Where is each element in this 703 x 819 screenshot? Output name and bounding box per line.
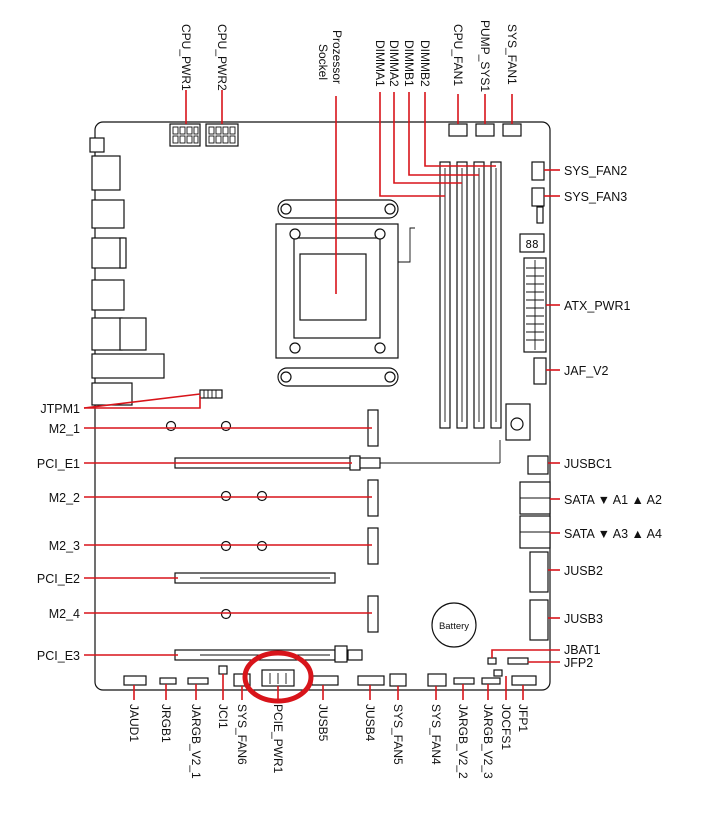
label-jtpm1: JTPM1 <box>40 402 80 416</box>
battery-text: Battery <box>439 621 469 632</box>
jusb2-connector <box>529 551 549 593</box>
labels-top: CPU_PWR1 CPU_PWR2 Prozessor Sockel DIMMA… <box>179 20 519 92</box>
m2-4-slot <box>220 595 379 633</box>
label-jrgb1: JRGB1 <box>159 704 173 743</box>
cpu-socket <box>275 199 415 387</box>
label-m2-3: M2_3 <box>49 539 80 553</box>
debug-led <box>519 233 545 253</box>
label-jbat1: JBAT1 <box>564 643 601 657</box>
pcie-pwr1-highlight-ring <box>242 650 314 704</box>
dimm-slots <box>439 161 502 429</box>
pcie-pwr1-connector <box>269 673 287 684</box>
callout-lines <box>83 90 560 700</box>
jbat1-header <box>487 657 497 665</box>
label-pump-sys1: PUMP_SYS1 <box>478 20 492 92</box>
label-m2-2: M2_2 <box>49 491 80 505</box>
label-jfp1: JFP1 <box>516 704 530 732</box>
label-m2-4: M2_4 <box>49 607 80 621</box>
pci-e2-slot <box>174 572 336 584</box>
jfp2-header <box>507 657 529 665</box>
label-sys-fan2: SYS_FAN2 <box>564 164 627 178</box>
label-jusbc1: JUSBC1 <box>564 457 612 471</box>
label-jocfs1: JOCFS1 <box>499 704 513 750</box>
label-jaud1: JAUD1 <box>127 704 141 742</box>
label-pci-e1: PCI_E1 <box>37 457 80 471</box>
label-jaf-v2: JAF_V2 <box>564 364 609 378</box>
jaf-v2-header <box>533 357 547 385</box>
label-sockel: Sockel <box>316 44 330 80</box>
label-dimmb2: DIMMB2 <box>418 40 432 87</box>
cmos-battery <box>431 602 477 648</box>
label-dimma1: DIMMA1 <box>373 40 387 87</box>
label-dimmb1: DIMMB1 <box>402 40 416 87</box>
label-pcie-pwr1: PCIE_PWR1 <box>271 704 285 774</box>
label-dimma2: DIMMA2 <box>387 40 401 87</box>
sata-a3-a4-connector <box>519 515 551 549</box>
debug-led-text: 88 <box>525 238 538 251</box>
label-cpu-pwr1: CPU_PWR1 <box>179 24 193 91</box>
label-jusb3: JUSB3 <box>564 612 603 626</box>
cpu-pwr2-connector <box>205 123 239 147</box>
label-pci-e2: PCI_E2 <box>37 572 80 586</box>
label-jfp2: JFP2 <box>564 656 593 670</box>
jusbc1-connector <box>527 455 549 475</box>
label-sys-fan4: SYS_FAN4 <box>429 704 443 765</box>
fan-headers-top <box>448 123 545 224</box>
labels-right: SYS_FAN2 SYS_FAN3 ATX_PWR1 JAF_V2 JUSBC1… <box>564 164 662 670</box>
label-prozessor: Prozessor <box>330 30 344 84</box>
label-jargb-v2-1: JARGB_V2_1 <box>189 704 203 779</box>
label-jusb2: JUSB2 <box>564 564 603 578</box>
label-sys-fan6: SYS_FAN6 <box>235 704 249 765</box>
labels-bottom: JAUD1 JRGB1 JARGB_V2_1 JCI1 SYS_FAN6 PCI… <box>127 704 530 779</box>
label-sys-fan1: SYS_FAN1 <box>505 24 519 85</box>
label-cpu-fan1: CPU_FAN1 <box>451 24 465 86</box>
label-atx-pwr1: ATX_PWR1 <box>564 299 630 313</box>
label-sata-a1-a2: SATA ▼ A1 ▲ A2 <box>564 493 662 507</box>
label-jargb-v2-2: JARGB_V2_2 <box>456 704 470 779</box>
sata-a1-a2-connector <box>519 481 551 515</box>
atx-pwr1-connector <box>523 257 547 353</box>
label-jci1: JCI1 <box>216 704 230 729</box>
m2-2-slot <box>220 479 379 517</box>
label-pci-e3: PCI_E3 <box>37 649 80 663</box>
jusb3-connector <box>529 599 549 641</box>
label-jusb5: JUSB5 <box>316 704 330 742</box>
rear-io-ports <box>89 137 165 406</box>
label-jusb4: JUSB4 <box>363 704 377 742</box>
m2-3-slot <box>220 527 379 565</box>
label-cpu-pwr2: CPU_PWR2 <box>215 24 229 91</box>
label-sys-fan5: SYS_FAN5 <box>391 704 405 765</box>
label-sata-a3-a4: SATA ▼ A3 ▲ A4 <box>564 527 662 541</box>
labels-left: JTPM1 M2_1 PCI_E1 M2_2 M2_3 PCI_E2 M2_4 … <box>37 402 80 663</box>
jtpm1-header <box>199 389 223 399</box>
cpu-pwr1-connector <box>169 123 201 147</box>
label-jargb-v2-3: JARGB_V2_3 <box>481 704 495 779</box>
label-m2-1: M2_1 <box>49 422 80 436</box>
label-sys-fan3: SYS_FAN3 <box>564 190 627 204</box>
